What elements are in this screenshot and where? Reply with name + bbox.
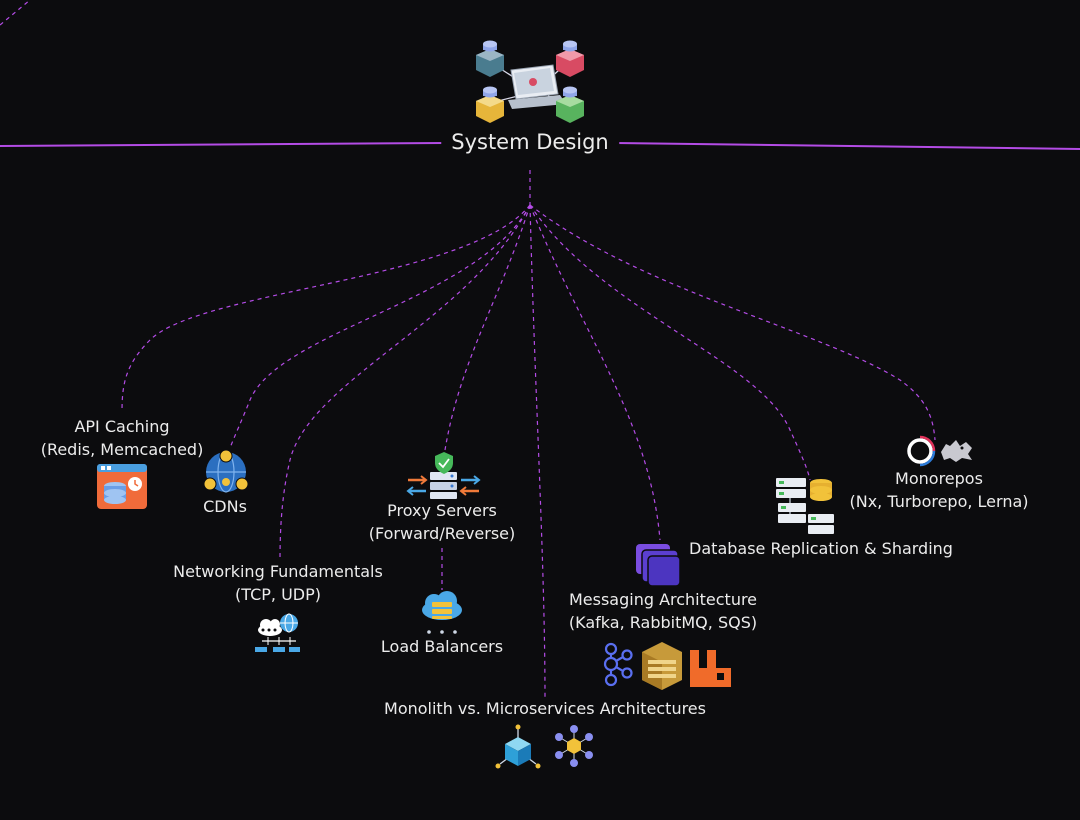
main-horizontal-line-left: [0, 142, 446, 147]
topic-cdns: CDNs: [203, 495, 247, 518]
topic-proxy-servers-line2: (Forward/Reverse): [368, 524, 516, 543]
messaging-stack-icon: [636, 544, 681, 587]
globe-network-icon: [203, 449, 249, 493]
topic-monorepos-line2: (Nx, Turborepo, Lerna): [849, 492, 1029, 511]
connector-api-caching: [121, 204, 531, 413]
connector-messaging: [529, 204, 661, 541]
load-balancer-icon: [422, 591, 462, 634]
monolith-cube-icon: [495, 724, 541, 769]
topic-api-caching: API Caching (Redis, Memcached): [41, 415, 204, 461]
connector-monorepos: [529, 204, 936, 441]
turborepo-icon: [907, 435, 936, 467]
topic-api-caching-line1: API Caching: [74, 417, 170, 436]
topic-monolith-microservices-line1: Monolith vs. Microservices Architectures: [384, 699, 706, 718]
topic-monolith-microservices: Monolith vs. Microservices Architectures: [384, 697, 706, 720]
connector-offscreen: [0, 0, 31, 26]
topic-api-caching-line2: (Redis, Memcached): [40, 440, 204, 459]
connector-proxy: [444, 204, 531, 451]
topic-networking: Networking Fundamentals (TCP, UDP): [173, 560, 383, 606]
connector-cdns: [229, 204, 531, 449]
connector-networking: [279, 204, 531, 561]
topic-load-balancers-line1: Load Balancers: [380, 637, 504, 656]
kafka-icon: [603, 642, 633, 687]
topic-networking-line1: Networking Fundamentals: [173, 562, 383, 581]
topic-monorepos-line1: Monorepos: [895, 469, 983, 488]
topic-messaging-line1: Messaging Architecture: [568, 590, 758, 609]
topic-proxy-servers: Proxy Servers (Forward/Reverse): [369, 499, 516, 545]
topic-proxy-servers-line1: Proxy Servers: [387, 501, 497, 520]
topic-messaging: Messaging Architecture (Kafka, RabbitMQ,…: [569, 588, 757, 634]
connector-monolith: [529, 204, 546, 701]
proxy-server-icon: [406, 452, 481, 499]
cloud-network-icon: [255, 613, 300, 652]
root-title-text: System Design: [451, 130, 609, 154]
topic-db-replication-line1: Database Replication & Sharding: [689, 539, 953, 558]
rabbitmq-icon: [690, 650, 731, 687]
database-sharding-icon: [776, 478, 834, 534]
connector-db-replication: [529, 204, 811, 481]
topic-messaging-line2: (Kafka, RabbitMQ, SQS): [568, 613, 758, 632]
topic-networking-line2: (TCP, UDP): [234, 585, 321, 604]
topic-cdns-line1: CDNs: [203, 497, 247, 516]
topic-db-replication: Database Replication & Sharding: [689, 537, 953, 560]
cache-storage-icon: [97, 464, 147, 509]
topic-monorepos: Monorepos (Nx, Turborepo, Lerna): [849, 467, 1028, 513]
main-horizontal-line-right: [614, 142, 1080, 150]
topic-load-balancers: Load Balancers: [381, 635, 503, 658]
servers-laptop-network-icon: [476, 40, 584, 123]
microservices-hex-icon: [555, 725, 593, 767]
root-title: System Design: [441, 128, 619, 156]
sqs-icon: [642, 642, 682, 690]
lerna-icon: [941, 440, 972, 462]
